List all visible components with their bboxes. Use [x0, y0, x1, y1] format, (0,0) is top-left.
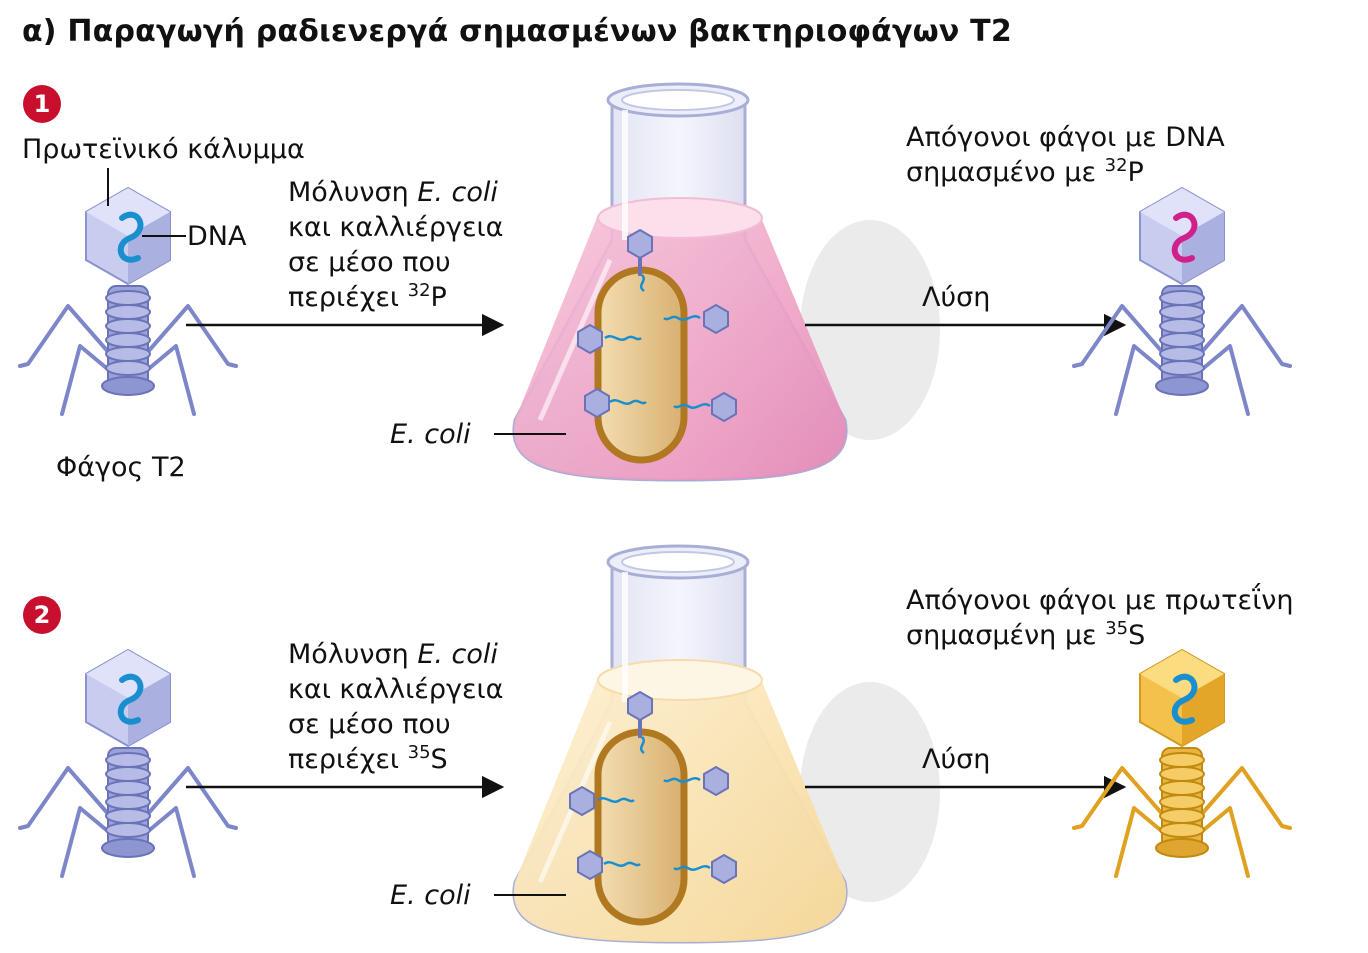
phage-progeny-32p	[1072, 186, 1292, 416]
phage-t2-left-2	[18, 648, 238, 878]
progeny-2-line2a: σημασμένη με	[906, 620, 1106, 651]
ecoli-1-text: E. coli	[390, 419, 471, 450]
infect-1-line3: σε μέσο που	[288, 247, 451, 278]
label-protein-coat: Πρωτεϊνικό κάλυμμα	[22, 134, 305, 165]
infect-1-line4a: περιέχει	[288, 282, 408, 313]
progeny-text-2: Απόγονοι φάγοι με πρωτεΐνη σημασμένη με …	[906, 583, 1293, 653]
infect-1-line1b: E. coli	[417, 177, 498, 208]
infect-2-line1b: E. coli	[417, 639, 498, 670]
step-badge-1: 1	[23, 85, 61, 123]
infect-2-line2: και καλλιέργεια	[288, 674, 504, 705]
ecoli-2-text: E. coli	[390, 880, 471, 911]
infect-2-line4a: περιέχει	[288, 744, 408, 775]
figure-title: α) Παραγωγή ραδιενεργά σημασμένων βακτηρ…	[22, 14, 1012, 49]
flask-2	[512, 544, 940, 944]
progeny-2-symbol: S	[1128, 620, 1146, 651]
isotope-1-symbol: P	[430, 282, 447, 313]
progeny-text-1: Απόγονοι φάγοι με DNA σημασμένο με 32P	[906, 120, 1225, 190]
label-ecoli-2: E. coli	[390, 878, 471, 913]
infect-text-1: Μόλυνση E. coli και καλλιέργεια σε μέσο …	[288, 175, 503, 315]
label-dna: DNA	[187, 221, 247, 252]
label-lysis-2: Λύση	[922, 744, 991, 775]
isotope-2-symbol: S	[430, 744, 448, 775]
infect-1-line2: και καλλιέργεια	[288, 212, 504, 243]
progeny-1-symbol: P	[1127, 157, 1144, 188]
progeny-1-line1: Απόγονοι φάγοι με DNA	[906, 122, 1225, 153]
progeny-1-mass: 32	[1104, 155, 1128, 176]
label-ecoli-1: E. coli	[390, 417, 471, 452]
step-badge-2: 2	[23, 596, 61, 634]
progeny-1-line2a: σημασμένο με	[906, 157, 1105, 188]
phage-progeny-35s	[1072, 648, 1292, 878]
infect-1-line1a: Μόλυνση	[288, 177, 418, 208]
flask-1	[512, 82, 940, 482]
label-phage-t2: Φάγος Τ2	[56, 452, 186, 483]
phage-t2-left-1	[18, 186, 238, 416]
infect-2-line3: σε μέσο που	[288, 709, 451, 740]
infect-text-2: Μόλυνση E. coli και καλλιέργεια σε μέσο …	[288, 637, 503, 777]
isotope-1-mass: 32	[407, 280, 431, 301]
isotope-2-mass: 35	[407, 742, 431, 763]
infect-2-line1a: Μόλυνση	[288, 639, 418, 670]
progeny-2-line1: Απόγονοι φάγοι με πρωτεΐνη	[906, 585, 1294, 616]
progeny-2-mass: 35	[1105, 618, 1129, 639]
label-lysis-1: Λύση	[922, 282, 991, 313]
